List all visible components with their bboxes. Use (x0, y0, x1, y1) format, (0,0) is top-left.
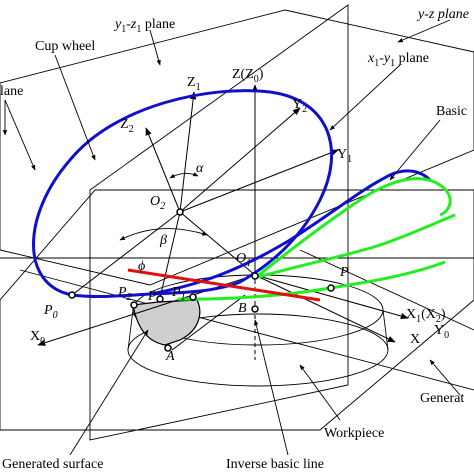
point-b (251, 305, 259, 313)
point-p (327, 284, 335, 292)
leader-y1z1-plane (149, 29, 161, 66)
z1-axis (179, 91, 197, 213)
leader-generated-surface (69, 329, 149, 456)
leader-cut-plane (4, 99, 36, 171)
label-generat: Generat (420, 391, 464, 406)
y-z-plane (89, 4, 349, 441)
plane-outlines (0, 4, 474, 441)
label-cut-plane: lane (0, 84, 23, 99)
label-z1: Z1 (187, 75, 201, 93)
y1-axis (179, 149, 339, 213)
label-beta: β (159, 233, 167, 248)
x-axis (254, 274, 396, 343)
generated-surface-patch (132, 299, 201, 346)
label-o2: O2 (150, 194, 165, 212)
blue-generating-line (149, 169, 432, 296)
x1-y1-plane (0, 189, 474, 431)
angle-arcs (119, 172, 208, 241)
label-a: A (165, 349, 175, 364)
label-y1: Y1 (337, 147, 352, 165)
label-o1: O1 (236, 251, 251, 269)
o2-p-line (159, 211, 181, 299)
plane-edge (299, 249, 474, 331)
plane-edge (19, 269, 474, 391)
y0-axis (254, 274, 409, 320)
label-p: P (339, 265, 349, 280)
leader-cup-wheel (54, 54, 96, 161)
cup-wheel-ellipse (32, 89, 334, 299)
label-inverse-basic-line: Inverse basic line (226, 457, 324, 472)
label-alpha: α (196, 161, 204, 176)
label-p0: P0 (43, 303, 58, 321)
label-p2: P2 (117, 285, 132, 303)
label-y0: Y0 (434, 323, 449, 341)
label-p-mid: P (147, 289, 157, 304)
point-p2 (130, 301, 138, 309)
leader-inverse-basic-line (254, 319, 289, 456)
point-a (164, 344, 172, 352)
label-workpiece: Workpiece (324, 426, 384, 441)
leader-lines (2, 19, 461, 456)
leader-basic (389, 119, 441, 181)
green-curve-lower (254, 213, 456, 280)
label-x1x2: X1(X2) (406, 307, 446, 325)
y2-axis (179, 107, 301, 213)
label-phi: ϕ (138, 259, 145, 274)
labels: y1-z1 plane y-z plane x1-y1 plane lane C… (0, 7, 469, 472)
axes (37, 84, 409, 360)
label-zz0: Z(Z0) (232, 67, 264, 85)
label-p1: P1 (171, 285, 186, 303)
leader-yz-plane (397, 19, 451, 43)
points (68, 208, 335, 352)
green-curve-upper (254, 177, 452, 280)
label-basic: Basic (436, 104, 467, 119)
label-x0: X0 (30, 329, 45, 347)
leader-generat (429, 359, 461, 396)
o2-p0-line (71, 211, 181, 296)
point-p0 (68, 291, 76, 299)
beta-arc (119, 228, 208, 241)
red-line (127, 268, 321, 302)
a-line (171, 294, 246, 351)
y1-z1-plane (0, 9, 474, 286)
label-x1-y1-plane: x1-y1 plane (367, 51, 429, 69)
label-cup-wheel: Cup wheel (35, 39, 95, 54)
point-o2 (176, 208, 184, 216)
point-p1 (189, 293, 197, 301)
label-yz-plane: y-z plane (416, 7, 469, 22)
workpiece-side (127, 309, 134, 351)
green-curve-inverse (177, 260, 446, 301)
label-z2: Z2 (120, 117, 134, 135)
point-o1 (251, 272, 259, 280)
cup-wheel-curves (32, 89, 432, 299)
leader-workpiece (299, 364, 341, 421)
alpha-arc (169, 172, 199, 179)
leader-x1y1-plane (329, 64, 401, 131)
label-generated-surface: Generated surface (2, 457, 103, 472)
z2-axis (145, 127, 181, 213)
label-y1-z1-plane: y1-z1 plane (113, 17, 175, 35)
point-p-mid (156, 295, 164, 303)
label-y2: Y2 (292, 97, 307, 115)
label-b: B (238, 301, 247, 316)
workpiece-side (382, 309, 389, 351)
label-x: X (410, 332, 420, 347)
